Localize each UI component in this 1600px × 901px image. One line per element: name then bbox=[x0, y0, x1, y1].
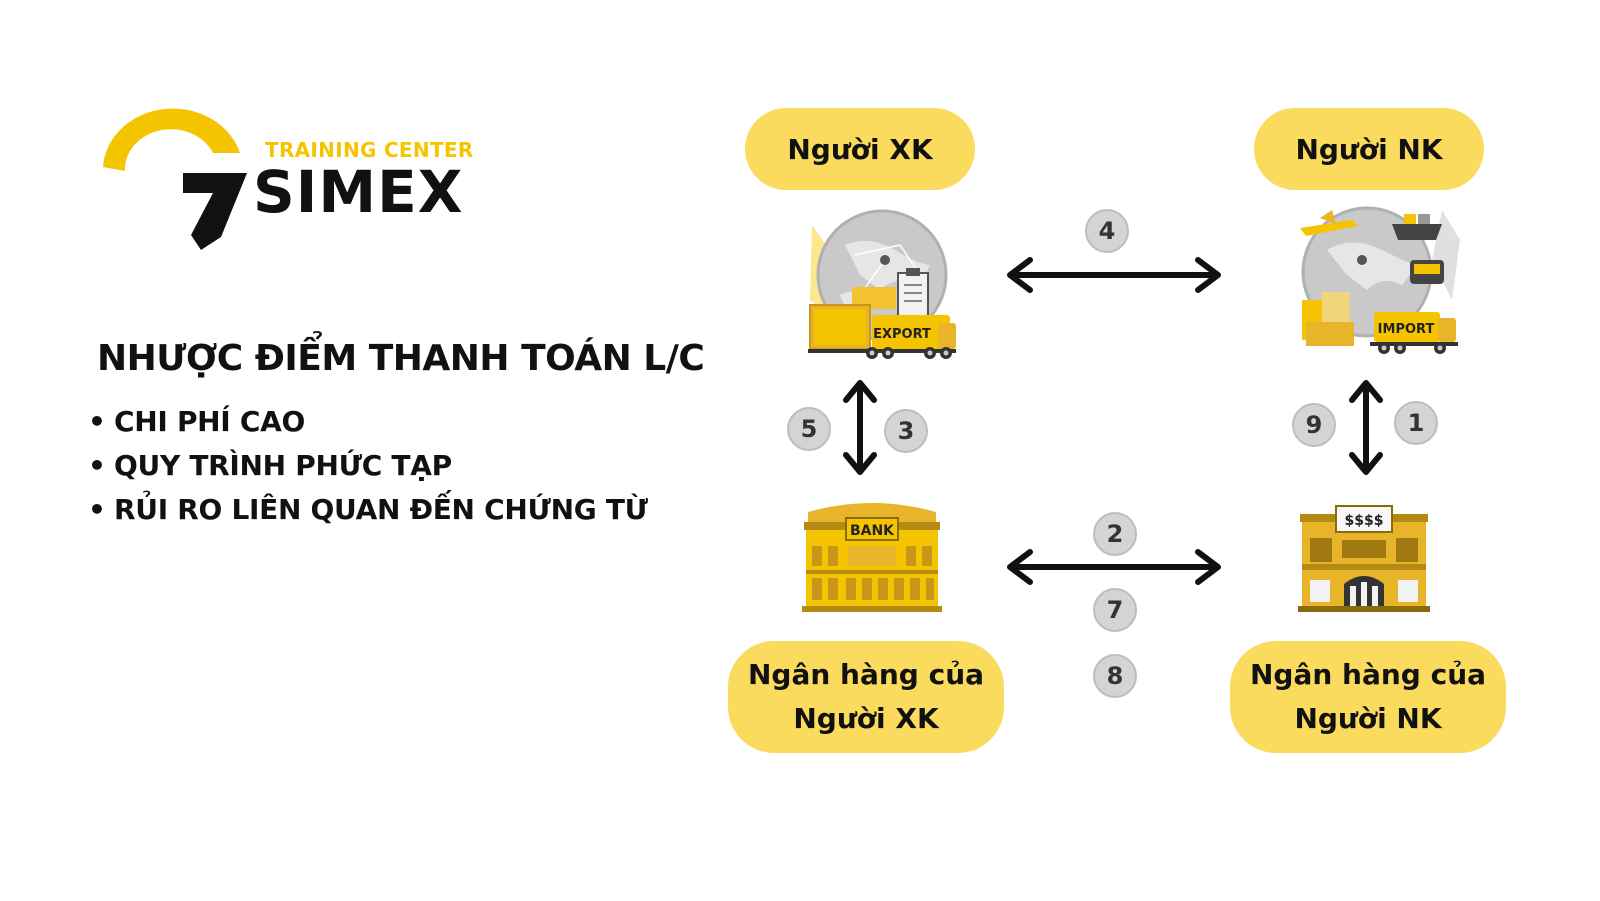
arrow-head-up-icon bbox=[843, 380, 877, 403]
step-badge: 9 bbox=[1292, 403, 1336, 447]
bank-label: BANK bbox=[850, 523, 895, 539]
export-globe-icon: EXPORT bbox=[808, 209, 956, 359]
exporter-label: Người XK bbox=[787, 132, 933, 166]
step-badge: 3 bbox=[884, 409, 928, 453]
export-label: EXPORT bbox=[873, 327, 931, 342]
arrow-head-right-icon bbox=[1195, 549, 1221, 585]
exporter-bank-line1: Ngân hàng của bbox=[747, 658, 985, 691]
importer-bank-line2: Người NK bbox=[1294, 702, 1442, 735]
arrow-head-down-icon bbox=[843, 452, 877, 475]
page-title: NHƯỢC ĐIỂM THANH TOÁN L/C bbox=[97, 338, 705, 379]
importer-bank-icon: $$$$ bbox=[1298, 505, 1430, 612]
step-badge: 4 bbox=[1085, 209, 1129, 253]
logo-name: SIMEX bbox=[253, 158, 464, 226]
arrow-head-up-icon bbox=[1349, 380, 1383, 403]
logo-mark-icon bbox=[103, 108, 247, 250]
arrow-head-down-icon bbox=[1349, 452, 1383, 475]
list-item: •QUY TRÌNH PHỨC TẠP bbox=[88, 449, 452, 482]
importer-pill: Người NK bbox=[1254, 108, 1484, 190]
logo-tagline: TRAINING CENTER bbox=[265, 138, 474, 162]
import-globe-icon: IMPORT bbox=[1300, 206, 1460, 354]
exporter-bank-line2: Người XK bbox=[793, 702, 939, 735]
step-badge: 1 bbox=[1394, 401, 1438, 445]
money-label: $$$$ bbox=[1345, 513, 1384, 529]
list-item-text: CHI PHÍ CAO bbox=[114, 405, 305, 438]
step-badge: 8 bbox=[1093, 654, 1137, 698]
step-badge: 5 bbox=[787, 407, 831, 451]
exporter-bank-pill: Ngân hàng của Người XK bbox=[728, 641, 1004, 753]
simex-logo: TRAINING CENTER SIMEX bbox=[95, 105, 475, 255]
list-item: •RỦI RO LIÊN QUAN ĐẾN CHỨNG TỪ bbox=[88, 493, 648, 526]
step-badge: 2 bbox=[1093, 512, 1137, 556]
list-item-text: RỦI RO LIÊN QUAN ĐẾN CHỨNG TỪ bbox=[114, 493, 648, 526]
importer-bank-line1: Ngân hàng của bbox=[1249, 658, 1487, 691]
step-badge: 7 bbox=[1093, 588, 1137, 632]
exporter-pill: Người XK bbox=[745, 108, 975, 190]
arrow-head-left-icon bbox=[1007, 257, 1033, 293]
list-item-text: QUY TRÌNH PHỨC TẠP bbox=[114, 449, 452, 482]
arrow-head-right-icon bbox=[1195, 257, 1221, 293]
importer-bank-pill: Ngân hàng của Người NK bbox=[1230, 641, 1506, 753]
arrow-head-left-icon bbox=[1007, 549, 1033, 585]
list-item: •CHI PHÍ CAO bbox=[88, 405, 305, 438]
disadvantages-list: •CHI PHÍ CAO •QUY TRÌNH PHỨC TẠP •RỦI RO… bbox=[88, 400, 648, 532]
importer-label: Người NK bbox=[1295, 132, 1443, 166]
exporter-bank-icon: BANK bbox=[802, 503, 942, 612]
import-label: IMPORT bbox=[1378, 322, 1435, 337]
